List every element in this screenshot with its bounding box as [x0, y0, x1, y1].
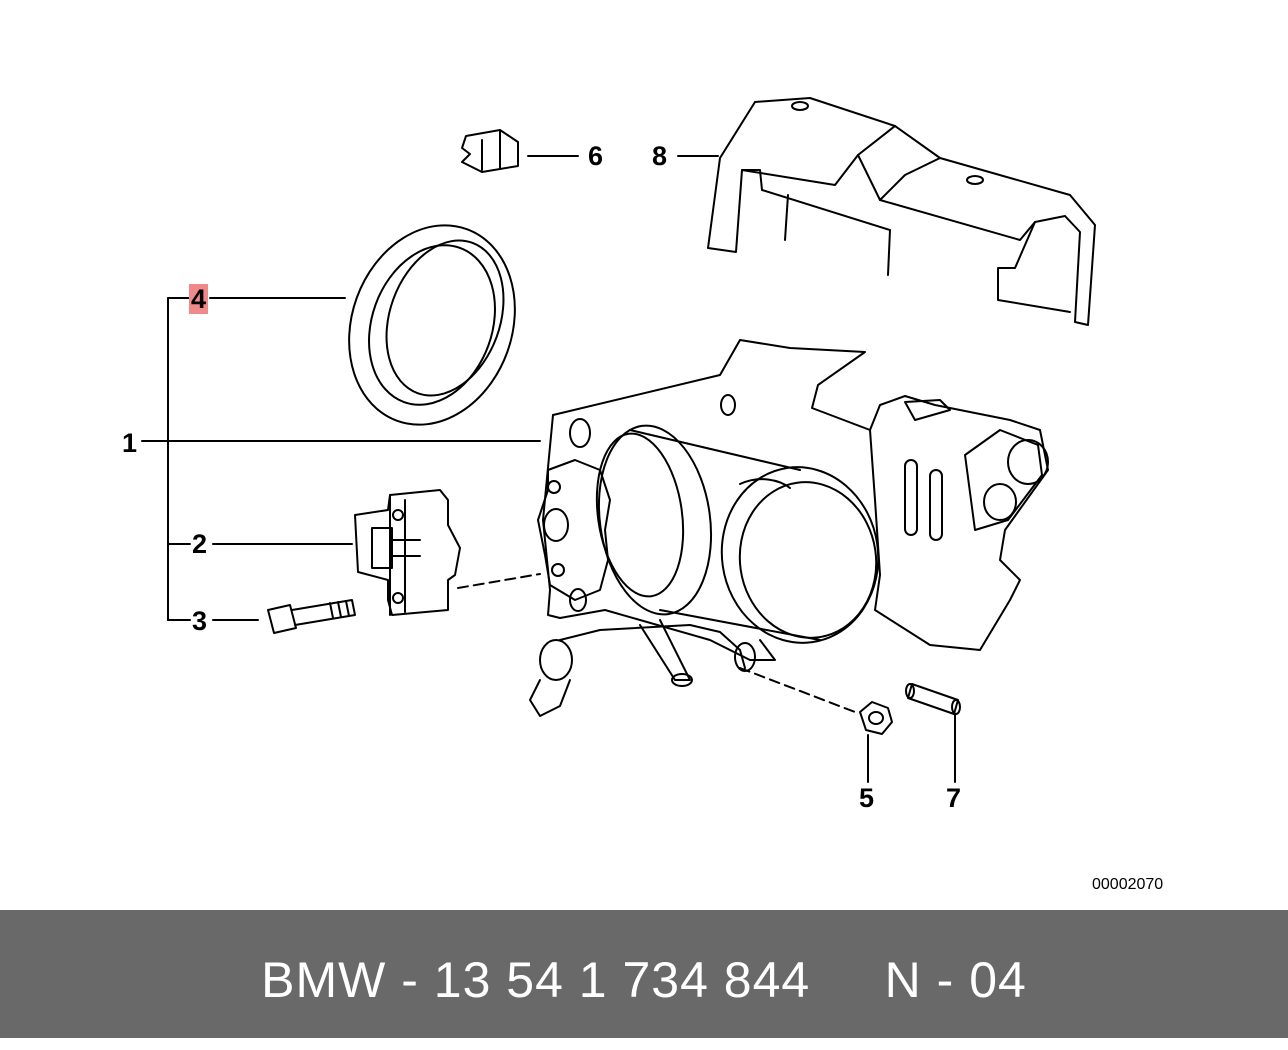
throttle-body-part-1	[529, 339, 1049, 717]
callout-7: 7	[946, 783, 962, 813]
clip-part-6	[461, 129, 519, 173]
footer-bar: BMW - 13 54 1 734 844 N - 04	[0, 910, 1288, 1038]
callout-8: 8	[652, 141, 668, 171]
callout-6: 6	[588, 141, 604, 171]
callout-5: 5	[859, 783, 875, 813]
part-number-caption: BMW - 13 54 1 734 844 N - 04	[261, 952, 1027, 1008]
diagram-reference-number: 00002070	[1092, 876, 1164, 893]
callout-4-highlighted: 4	[189, 284, 209, 314]
ring-part-4	[348, 224, 516, 426]
screw-part-3	[267, 599, 356, 634]
pin-part-7	[905, 683, 961, 715]
cover-part-8	[707, 97, 1096, 326]
parts-diagram	[141, 97, 1096, 783]
nut-part-5	[859, 701, 893, 735]
callout-1: 1	[122, 428, 138, 458]
callout-2: 2	[192, 529, 208, 559]
callout-3: 3	[192, 606, 208, 636]
leader-lines	[141, 155, 956, 783]
sensor-part-2	[354, 489, 461, 616]
